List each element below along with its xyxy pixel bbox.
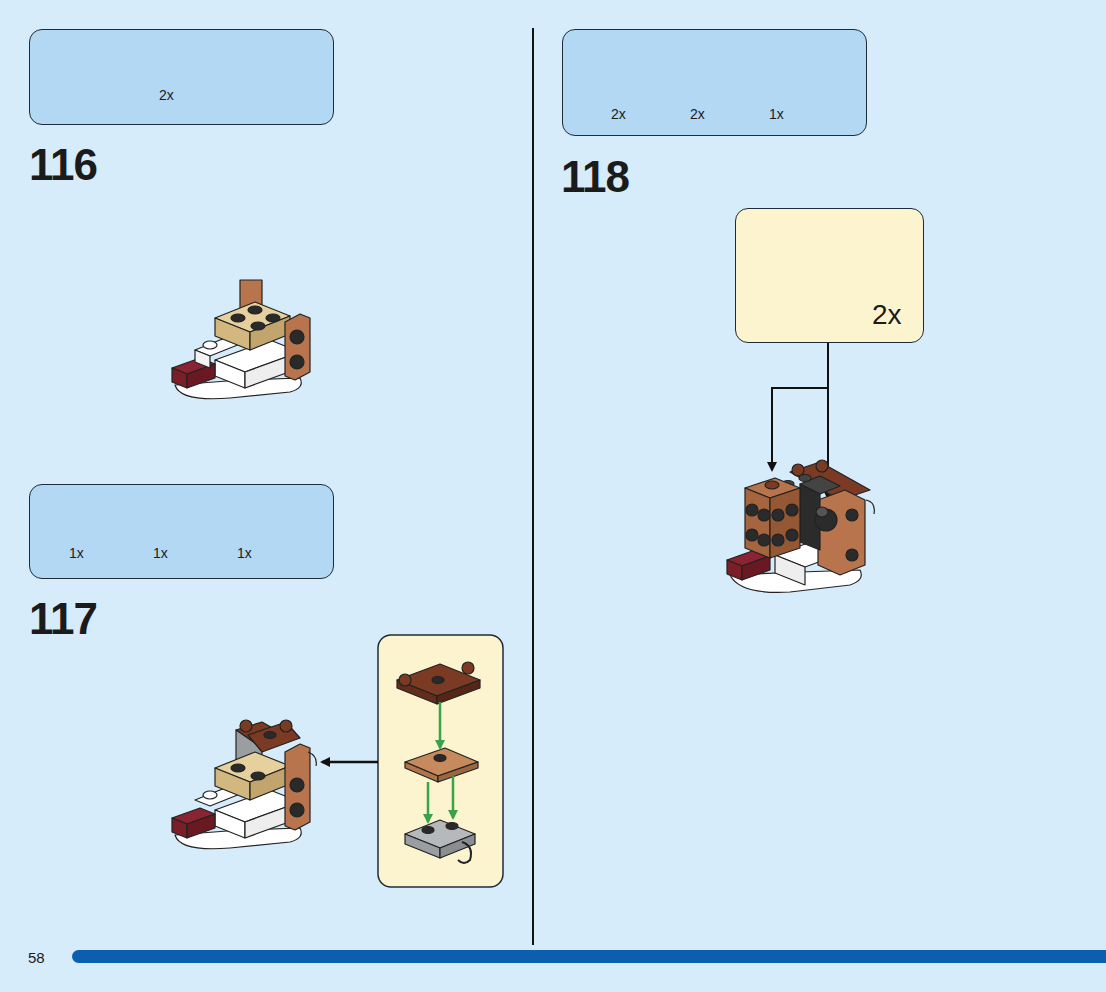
model-step-118 (727, 460, 874, 592)
step-number: 116 (29, 143, 97, 187)
model-step-116 (172, 280, 310, 399)
part-count: 1x (237, 546, 252, 560)
step-number: 117 (29, 597, 97, 641)
step-number: 118 (561, 155, 629, 199)
footer-bar (72, 950, 1106, 963)
page-number: 58 (28, 950, 45, 965)
model-step-117 (172, 720, 316, 849)
submodel-parts (397, 662, 480, 863)
divider (532, 28, 534, 945)
part-count: 1x (153, 546, 168, 560)
submodel-callout (378, 635, 503, 887)
parts-box: 2x 2x 1x (562, 29, 867, 136)
part-count: 1x (769, 107, 784, 121)
part-count: 2x (872, 301, 902, 329)
part-count: 2x (159, 88, 174, 102)
part-count: 2x (690, 107, 705, 121)
part-count: 2x (611, 107, 626, 121)
parts-box: 1x 1x 1x (29, 484, 334, 579)
part-count: 1x (69, 546, 84, 560)
parts-box: 2x (29, 29, 334, 125)
assembly-arrows (322, 702, 453, 822)
callout-box: 2x (735, 208, 924, 343)
